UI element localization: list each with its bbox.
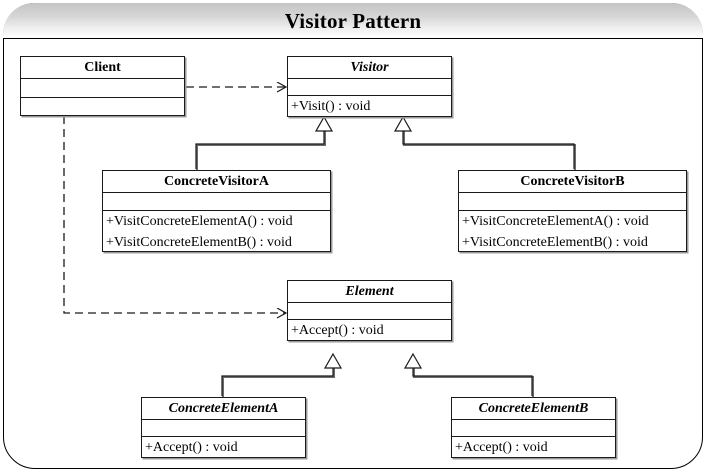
class-attributes-concreteelementa (142, 420, 305, 437)
class-box-client[interactable]: Client (20, 56, 185, 116)
class-operations-visitor: +Visit() : void (288, 96, 451, 117)
class-name-concreteelementa: ConcreteElementA (142, 398, 305, 420)
class-name-element: Element (288, 281, 451, 303)
class-operations-concreteelementb: +Accept() : void (452, 437, 615, 458)
class-operations-concretevisitorb: +VisitConcreteElementA() : void +VisitCo… (459, 211, 686, 253)
class-attributes-element (288, 303, 451, 320)
class-operations-concreteelementa: +Accept() : void (142, 437, 305, 458)
class-box-concreteelementb[interactable]: ConcreteElementB +Accept() : void (451, 397, 616, 458)
operation-row: +Accept() : void (455, 440, 548, 455)
class-operations-client (21, 98, 184, 117)
class-name-visitor: Visitor (288, 57, 451, 79)
class-box-element[interactable]: Element +Accept() : void (287, 280, 452, 341)
class-box-concretevisitorb[interactable]: ConcreteVisitorB +VisitConcreteElementA(… (458, 170, 687, 252)
class-attributes-concretevisitora (103, 193, 330, 211)
operation-row: +Accept() : void (291, 323, 384, 338)
operation-row: +Accept() : void (145, 440, 238, 455)
class-name-concretevisitorb: ConcreteVisitorB (459, 171, 686, 193)
class-box-visitor[interactable]: Visitor +Visit() : void (287, 56, 452, 117)
class-name-client: Client (21, 57, 184, 79)
operation-row: +VisitConcreteElementB() : void (106, 235, 292, 250)
page-title: Visitor Pattern (284, 9, 422, 33)
class-attributes-client (21, 79, 184, 98)
class-attributes-concreteelementb (452, 420, 615, 437)
class-box-concretevisitora[interactable]: ConcreteVisitorA +VisitConcreteElementA(… (102, 170, 331, 252)
operation-row: +VisitConcreteElementA() : void (462, 214, 649, 229)
operation-row: +Visit() : void (291, 99, 371, 114)
class-operations-element: +Accept() : void (288, 320, 451, 341)
class-operations-concretevisitora: +VisitConcreteElementA() : void +VisitCo… (103, 211, 330, 253)
class-attributes-visitor (288, 79, 451, 96)
class-box-concreteelementa[interactable]: ConcreteElementA +Accept() : void (141, 397, 306, 458)
class-attributes-concretevisitorb (459, 193, 686, 211)
diagram-title-bar: Visitor Pattern (3, 3, 703, 39)
operation-row: +VisitConcreteElementA() : void (106, 214, 293, 229)
class-name-concretevisitora: ConcreteVisitorA (103, 171, 330, 193)
class-name-concreteelementb: ConcreteElementB (452, 398, 615, 420)
operation-row: +VisitConcreteElementB() : void (462, 235, 648, 250)
